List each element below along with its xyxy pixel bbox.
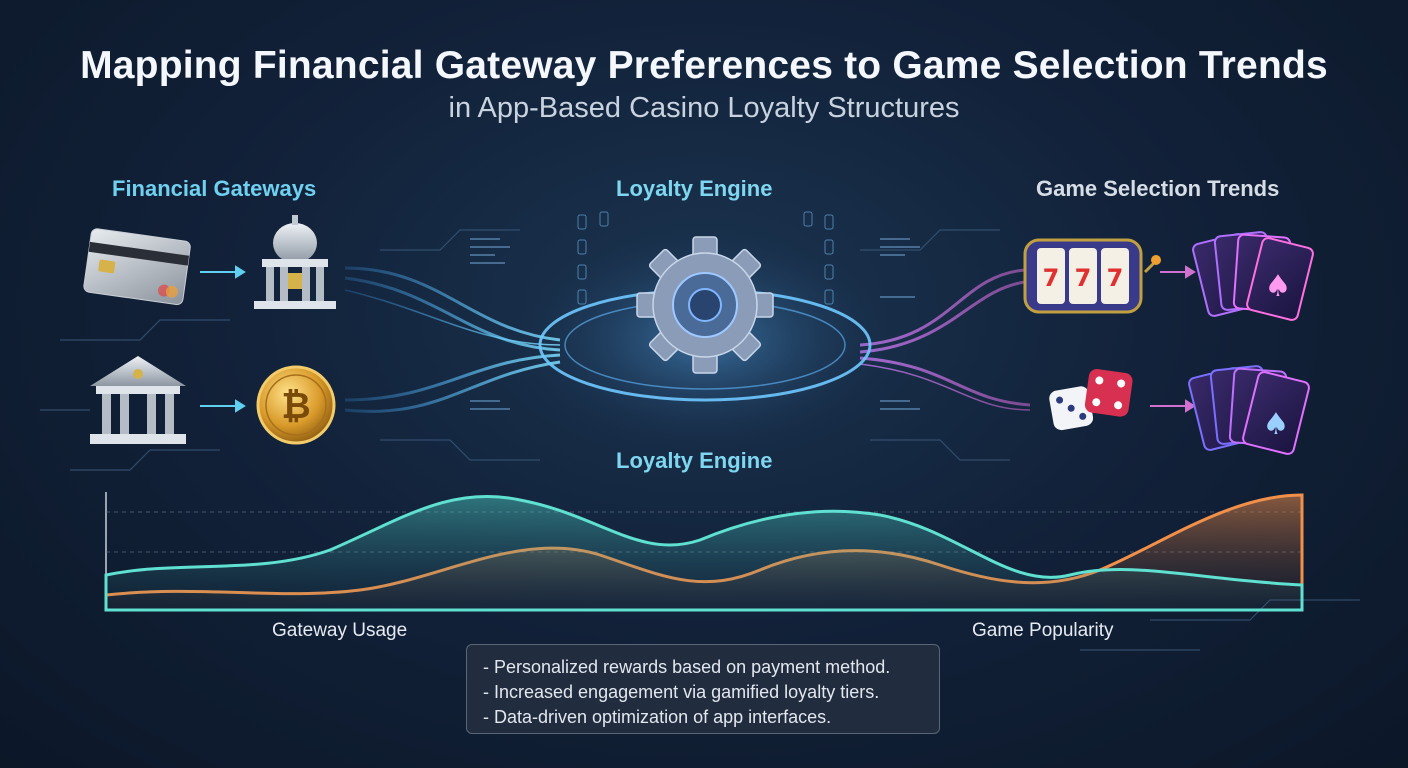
svg-text:7: 7 [1107,264,1124,292]
gear-icon [636,236,774,374]
data-dots [470,238,920,410]
svg-text:7: 7 [1075,264,1092,292]
game-popularity-label: Game Popularity [972,620,1114,641]
arrow-icon [200,265,246,413]
bank-icon [90,356,186,444]
benefits-box: - Personalized rewards based on payment … [466,644,940,734]
svg-text:♠: ♠ [1263,407,1290,442]
benefit-item: - Data-driven optimization of app interf… [483,707,832,727]
benefit-item: - Personalized rewards based on payment … [483,657,891,677]
playing-cards-icon: ♠ [1188,365,1310,455]
section-financial-gateways: Financial Gateways [112,176,317,201]
slot-machine-icon: 7 7 7 [1023,238,1161,314]
section-game-selection-trends: Game Selection Trends [1036,176,1280,201]
bank-icon [254,215,336,309]
dice-icon [1049,369,1133,431]
svg-text:₿: ₿ [281,386,310,427]
trend-chart [104,492,1304,612]
bitcoin-icon: ₿ [256,365,336,445]
gateway-usage-label: Gateway Usage [272,620,408,641]
credit-card-icon [83,228,191,306]
svg-text:7: 7 [1043,264,1060,292]
svg-text:♠: ♠ [1265,269,1292,304]
benefit-item: - Increased engagement via gamified loya… [483,682,880,702]
page-title: Mapping Financial Gateway Preferences to… [80,44,1328,87]
playing-cards-icon: ♠ [1192,231,1314,321]
section-loyalty-engine-caption: Loyalty Engine [616,448,773,473]
page-subtitle: in App-Based Casino Loyalty Structures [448,92,960,124]
section-loyalty-engine: Loyalty Engine [616,176,773,201]
gateway-usage-area [104,495,1304,612]
arrow-icon [1150,265,1196,413]
